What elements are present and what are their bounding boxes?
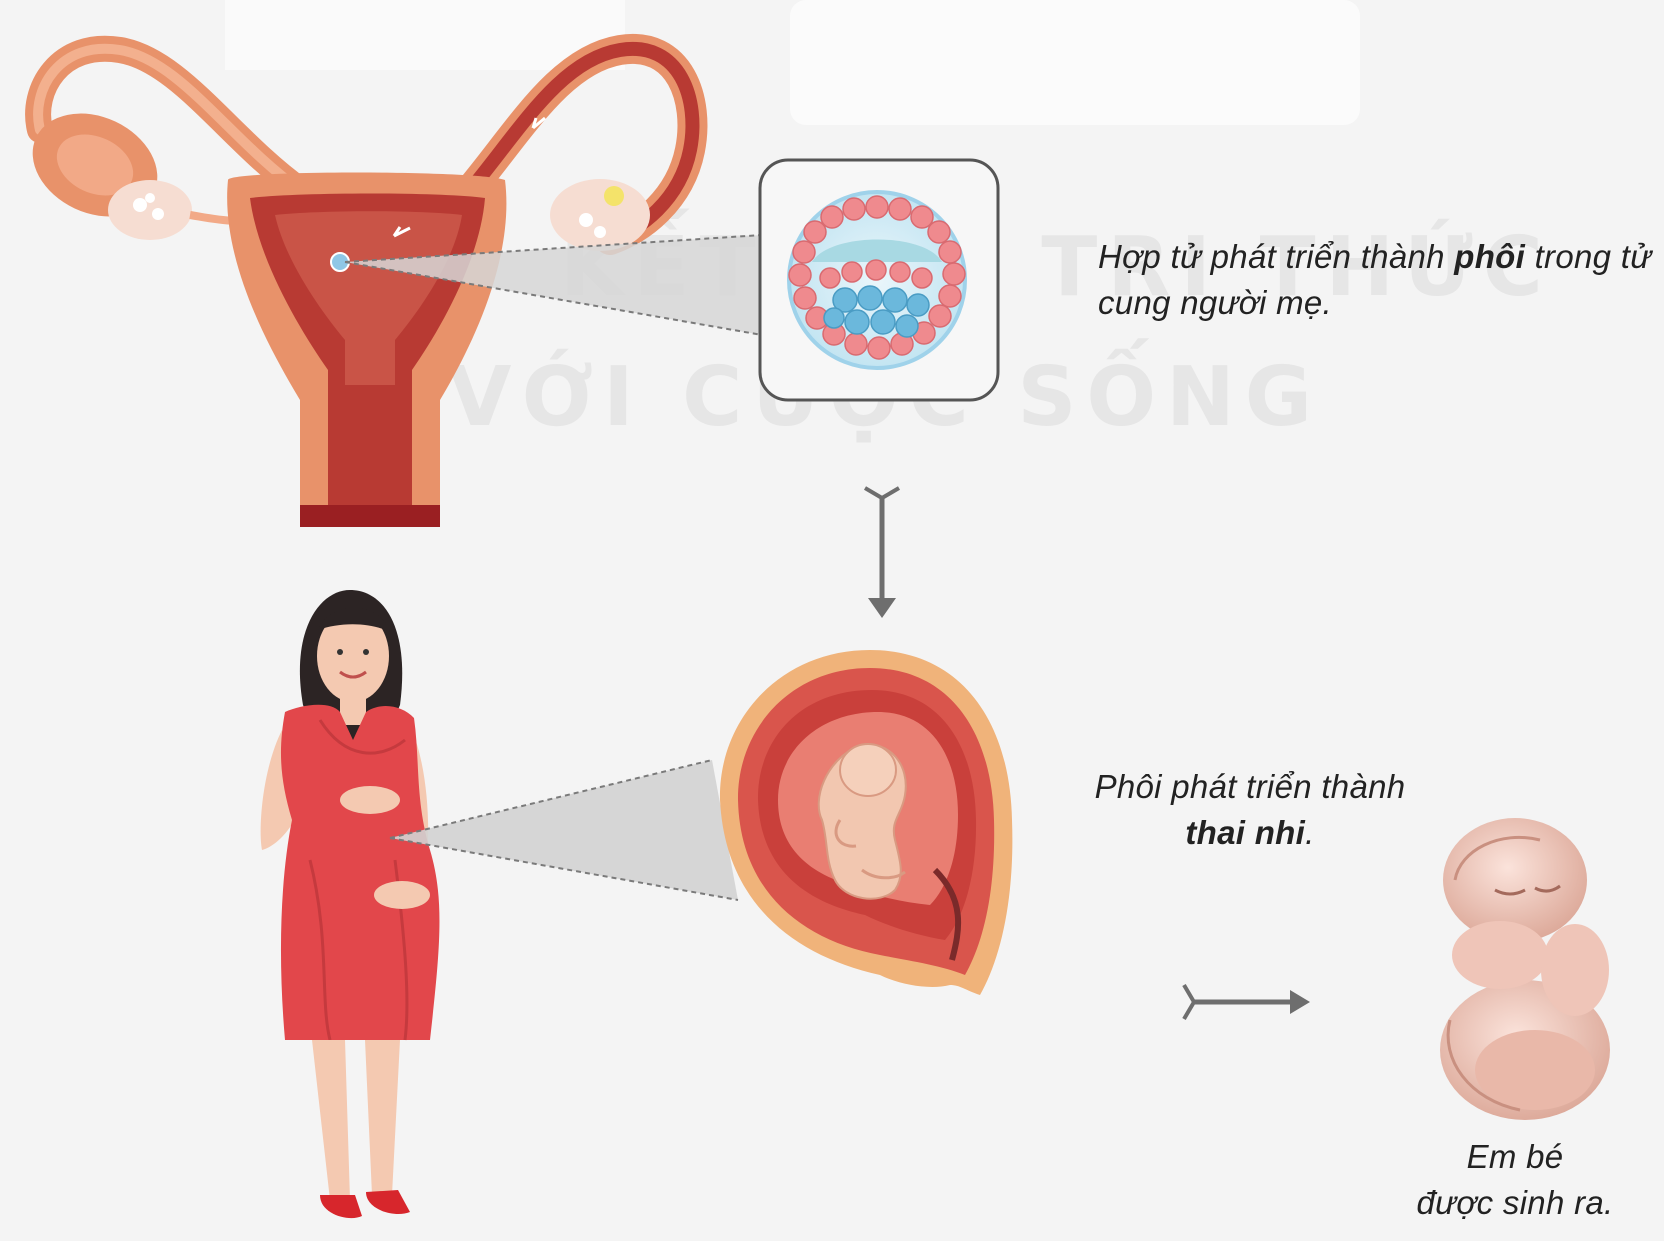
zoom-cone-fetus bbox=[390, 760, 738, 900]
caption-fetus: Phôi phát triển thành thai nhi. bbox=[1060, 764, 1440, 856]
fetus-in-womb-illustration bbox=[720, 650, 1012, 995]
caption-embryo: Hợp tử phát triển thành phôi trong tử cu… bbox=[1098, 234, 1658, 326]
blastocyst-illustration bbox=[760, 160, 998, 400]
caption-birth-line-2: được sinh ra. bbox=[1390, 1180, 1640, 1226]
caption-birth-line-1: Em bé bbox=[1390, 1134, 1640, 1180]
caption-birth: Em béđược sinh ra. bbox=[1390, 1134, 1640, 1226]
newborn-baby-illustration bbox=[1440, 818, 1610, 1120]
arrow-down-icon bbox=[865, 488, 899, 618]
pregnant-woman-illustration bbox=[261, 590, 440, 1218]
caption-embryo-bold: phôi bbox=[1454, 238, 1525, 275]
arrow-right-icon bbox=[1184, 985, 1310, 1019]
caption-fetus-bold: thai nhi bbox=[1185, 814, 1305, 851]
